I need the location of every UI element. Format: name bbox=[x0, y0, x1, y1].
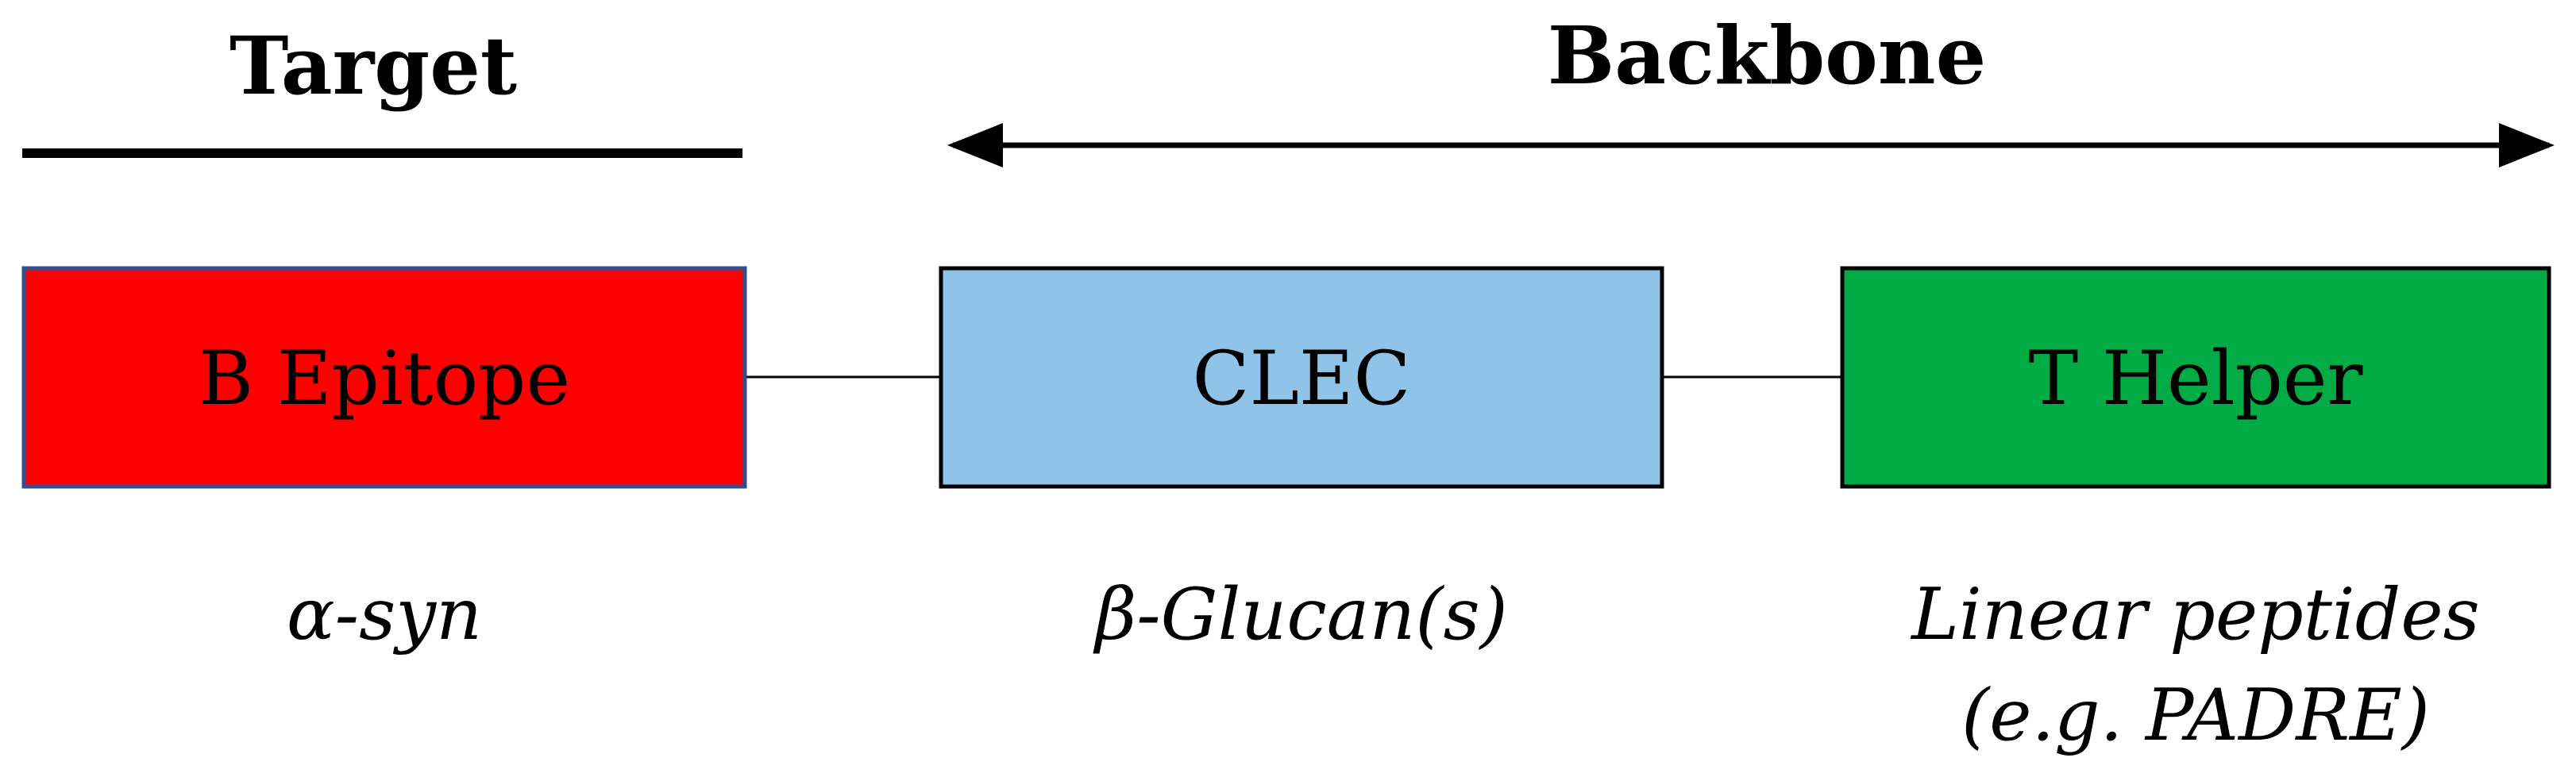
clec-rect bbox=[939, 266, 1664, 489]
t-helper-caption-line2: (e.g. PADRE) bbox=[1961, 674, 2430, 757]
clec-label: CLEC bbox=[1193, 336, 1411, 422]
b-epitope-rect bbox=[21, 266, 747, 489]
b-epitope-caption: α-syn bbox=[287, 573, 482, 656]
t-helper-rect bbox=[1840, 266, 2551, 489]
b-epitope-label: B Epitope bbox=[199, 336, 570, 422]
clec-box: CLEC bbox=[939, 266, 1664, 489]
b-epitope-box: B Epitope bbox=[21, 266, 747, 489]
clec-caption: β-Glucan(s) bbox=[1093, 573, 1508, 656]
backbone-heading: Backbone bbox=[1548, 9, 1986, 102]
t-helper-label: T Helper bbox=[2029, 336, 2363, 422]
t-helper-caption-line1: Linear peptides bbox=[1910, 573, 2480, 656]
t-helper-box: T Helper bbox=[1840, 266, 2551, 489]
target-heading: Target bbox=[229, 19, 517, 113]
